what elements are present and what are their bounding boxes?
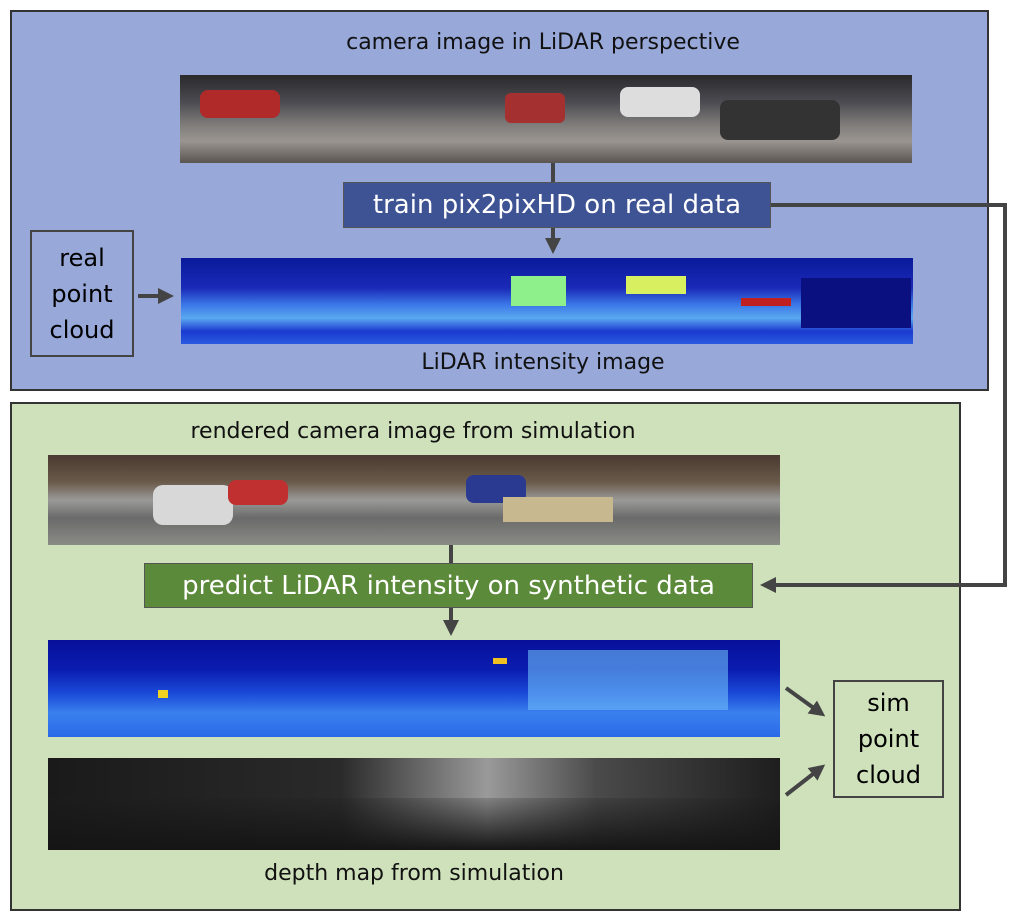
camera-image-title: camera image in LiDAR perspective: [346, 30, 740, 55]
real-point-cloud-line: real: [59, 243, 105, 272]
model-transfer-arrow: [760, 203, 1007, 593]
rendered-camera-title: rendered camera image from simulation: [190, 419, 636, 444]
real-camera-image: [180, 75, 912, 163]
simulated-lidar-intensity-image: [48, 640, 780, 737]
sim-point-cloud-line: cloud: [856, 761, 921, 789]
intensity-to-sim-cloud-arrow: [784, 686, 826, 717]
depth-to-sim-cloud-arrow: [784, 764, 826, 797]
sim-point-cloud-box: sim point cloud: [833, 680, 944, 798]
lidar-intensity-caption: LiDAR intensity image: [421, 350, 665, 375]
sim-point-cloud-line: point: [857, 725, 920, 753]
real-lidar-intensity-image: [181, 258, 913, 344]
real-point-cloud-line: cloud: [49, 315, 115, 344]
simulated-camera-image: [48, 455, 780, 545]
sim-point-cloud-line: sim: [867, 689, 910, 717]
predict-lidar-intensity-label: predict LiDAR intensity on synthetic dat…: [144, 563, 753, 608]
depth-map-caption: depth map from simulation: [264, 861, 564, 886]
train-pix2pixhd-label: train pix2pixHD on real data: [343, 182, 771, 228]
real-point-cloud-line: point: [51, 279, 113, 308]
depth-map-image: [48, 758, 780, 850]
real-point-cloud-box: real point cloud: [30, 230, 134, 357]
